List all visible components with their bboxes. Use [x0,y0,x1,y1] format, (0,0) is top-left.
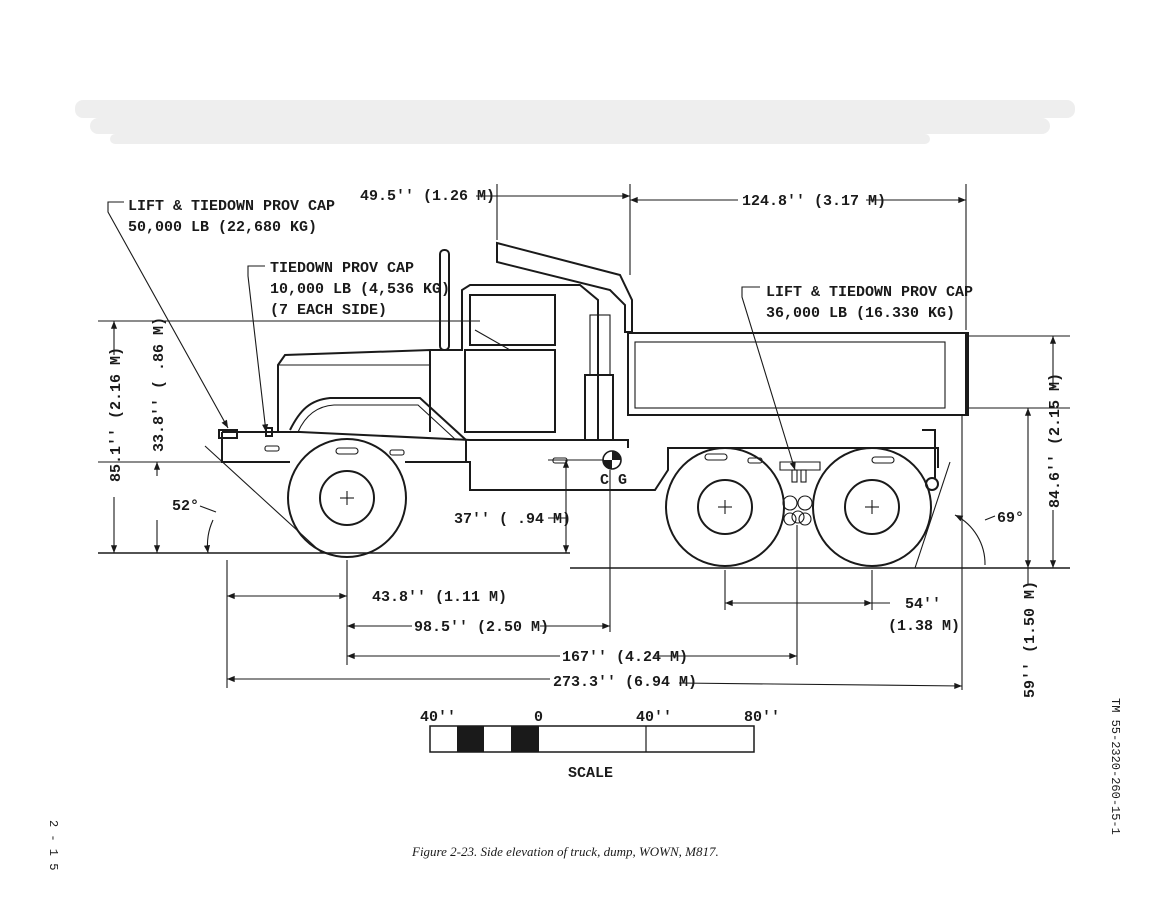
callout-tiedown-2: 10,000 LB (4,536 KG) [270,281,450,298]
callout-tiedown-3: (7 EACH SIDE) [270,302,387,319]
dim-cab-offset: 49.5'' (1.26 M) [360,188,495,205]
dim-overall-length: 273.3'' (6.94 M) [553,674,697,691]
dim-body-height: 84.6'' (2.15 M) [1047,373,1064,508]
dim-front-overhang: 43.8'' (1.11 M) [372,589,507,606]
rear-wheel-front-axle [665,447,785,567]
dim-cg-height: 37'' ( .94 M) [454,511,571,528]
callout-lift-front-2: 50,000 LB (22,680 KG) [128,219,317,236]
dim-bogie-spacing-m: (1.38 M) [888,618,960,635]
callout-tiedown-1: TIEDOWN PROV CAP [270,260,414,277]
scale-tick-80: 80'' [744,709,780,726]
page-number: 2 - 1 5 [46,820,60,870]
truck-outline [218,241,969,526]
dim-front-height: 33.8'' ( .86 M) [151,317,168,452]
dim-departure-angle: 69° [997,510,1024,527]
dim-approach-angle: 52° [172,498,199,515]
scale-tick-0: 0 [534,709,543,726]
rear-wheel-rear-axle [812,447,932,567]
callout-lift-front-1: LIFT & TIEDOWN PROV CAP [128,198,335,215]
scale-label: SCALE [568,765,613,782]
figure-caption: Figure 2-23. Side elevation of truck, du… [411,844,719,859]
front-wheel [287,438,407,558]
document-id: TM 55-2320-260-15-1 [1108,698,1122,835]
bleed-through-smudge [75,100,1075,144]
cg-label: C G [600,472,627,489]
scale-tick-40: 40'' [636,709,672,726]
callout-lift-rear-1: LIFT & TIEDOWN PROV CAP [766,284,973,301]
dim-overall-height: 85.1'' (2.16 M) [108,347,125,482]
dim-bogie-spacing-in: 54'' [905,596,941,613]
scale-bar [429,725,755,753]
dim-cg-distance: 98.5'' (2.50 M) [414,619,549,636]
cg-marker [602,450,622,470]
dim-body-length: 124.8'' (3.17 M) [742,193,886,210]
callout-lift-rear-2: 36,000 LB (16.330 KG) [766,305,955,322]
dim-wheelbase: 167'' (4.24 M) [562,649,688,666]
scale-tick-neg40: 40'' [420,709,456,726]
dim-rear-height: 59'' (1.50 M) [1022,581,1039,698]
